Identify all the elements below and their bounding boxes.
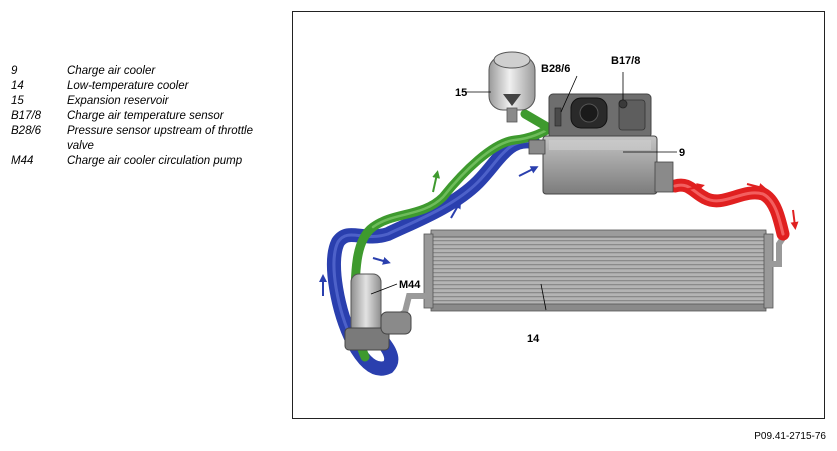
legend-code: 15	[11, 95, 24, 107]
charge-air-cooler	[528, 72, 677, 195]
charge-air-hose	[668, 178, 790, 241]
flow-arrow	[376, 365, 395, 373]
legend-code: M44	[11, 155, 34, 167]
legend-description: Charge air cooler circulation pump	[67, 155, 243, 167]
expansion-reservoir	[465, 51, 536, 123]
pressure-sensor	[554, 107, 562, 127]
flow-arrow	[518, 166, 539, 177]
legend-item: 15 Expansion reservoir	[11, 94, 267, 109]
low-temperature-cooler	[423, 229, 774, 312]
legend-item: 14 Low-temperature cooler	[11, 79, 267, 94]
legend-code: 14	[11, 80, 24, 92]
legend-description: Expansion reservoir	[67, 95, 169, 107]
callout-15: 15	[455, 87, 467, 99]
callout-14: 14	[527, 333, 540, 345]
callout-b17-8: B17/8	[611, 55, 640, 67]
legend-item: M44 Charge air cooler circulation pump	[11, 154, 267, 169]
cooler-outlet-pipe	[768, 235, 786, 267]
flow-arrow	[450, 200, 461, 219]
flow-arrow	[790, 209, 799, 230]
legend-item: B17/8 Charge air temperature sensor	[11, 109, 267, 124]
legend-description: Pressure sensor upstream of throttle val…	[67, 125, 253, 152]
flow-arrow	[432, 170, 441, 193]
charge-air-temperature-sensor	[618, 99, 628, 109]
callout-m44: M44	[399, 279, 421, 291]
legend-description: Charge air temperature sensor	[67, 110, 224, 122]
legend: 9 Charge air cooler 14 Low-temperature c…	[11, 64, 267, 169]
legend-description: Charge air cooler	[67, 65, 156, 77]
legend-code: B28/6	[11, 125, 42, 137]
legend-item: B28/6 Pressure sensor upstream of thrott…	[11, 124, 267, 154]
flow-arrow	[684, 183, 705, 191]
cooling-circuit-diagram: 15 B28/6 B17/8 9 M44 14	[319, 51, 799, 376]
legend-description: Low-temperature cooler	[67, 80, 189, 92]
legend-code: 9	[11, 65, 18, 77]
legend-code: B17/8	[11, 110, 42, 122]
reservoir-hose	[520, 109, 554, 133]
flow-arrow	[372, 257, 391, 265]
circulation-pump	[344, 273, 412, 351]
flow-arrow	[746, 183, 767, 191]
diagram-frame: 15 B28/6 B17/8 9 M44 14	[292, 11, 825, 419]
legend-item: 9 Charge air cooler	[11, 64, 267, 79]
callout-9: 9	[679, 147, 685, 159]
reference-code: P09.41-2715-76	[754, 431, 826, 442]
callout-b28-6: B28/6	[541, 63, 570, 75]
